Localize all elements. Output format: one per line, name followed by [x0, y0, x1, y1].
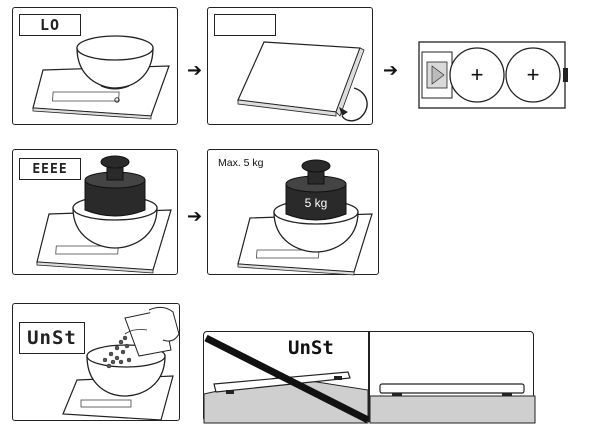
scale-control-panel [52, 91, 120, 102]
flat-floor [369, 395, 536, 424]
level-scale [379, 383, 525, 394]
pouring-onto-scale-illustration [62, 306, 180, 421]
battery-plus-symbol: + [526, 62, 540, 87]
lcd-display: LO [19, 14, 81, 36]
arrow-icon: ➔ [187, 60, 203, 81]
panel-step-1-low-battery: LO [12, 7, 178, 125]
divider [368, 332, 370, 421]
arrow-icon: ➔ [187, 206, 203, 227]
panel-step-5-max-capacity: Max. 5 kg 5 kg [207, 149, 379, 276]
panel-step-2-turn-over [207, 7, 373, 125]
falling-grains [102, 335, 132, 369]
panel-step-4-overload: EEEE [12, 149, 178, 275]
weight [285, 183, 347, 221]
battery-plus-symbol: + [470, 62, 484, 87]
scale-front-edge [32, 107, 152, 120]
lcd-display: EEEE [19, 158, 81, 180]
panel-step-7-uneven-surface: UnSt [203, 331, 536, 424]
max-capacity-label: Max. 5 kg [218, 157, 264, 169]
bowl-rim [76, 35, 154, 61]
hand [148, 306, 180, 342]
max-weight-scale-illustration [237, 159, 373, 276]
weight-label: 5 kg [304, 196, 328, 210]
display-text: LO [39, 16, 61, 34]
scale-surface-comparison-illustration [203, 334, 536, 424]
battery-compartment [418, 41, 566, 109]
arrow-icon: ➔ [383, 60, 399, 81]
overloaded-scale-illustration [36, 155, 172, 274]
tilted-scale [213, 371, 351, 393]
panel-step-6-unstable-pouring: UnSt [12, 303, 180, 421]
lcd-display-text: UnSt [288, 337, 334, 359]
lcd-display [214, 14, 276, 36]
flipped-scale-illustration [237, 41, 368, 122]
lcd-display: UnSt [19, 322, 85, 354]
weight [84, 179, 146, 217]
scale-with-bowl-illustration [32, 35, 170, 120]
scale-button [114, 97, 120, 103]
display-text: UnSt [27, 327, 77, 349]
rotate-arrow-icon [341, 87, 368, 122]
cross-out-line [204, 334, 370, 424]
display-text: EEEE [32, 161, 68, 177]
